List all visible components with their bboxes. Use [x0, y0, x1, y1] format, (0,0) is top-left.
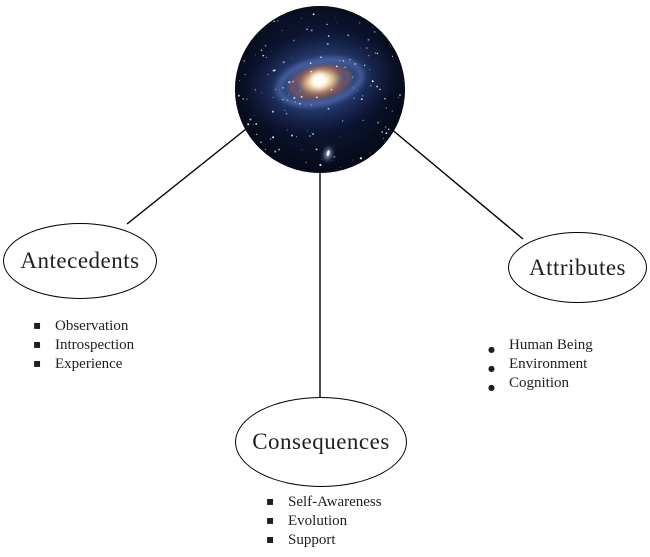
- node-antecedents: Antecedents: [3, 223, 157, 299]
- connector-galaxy-attributes: [389, 127, 524, 240]
- attributes-list: Human BeingEnvironmentCognition: [487, 336, 593, 397]
- list-item: Evolution: [266, 511, 382, 531]
- list-item: Self-Awareness: [266, 492, 382, 512]
- node-attributes: Attributes: [508, 232, 647, 303]
- consequences-list: Self-AwarenessEvolutionSupport: [266, 492, 382, 550]
- antecedents-list: ObservationIntrospectionExperience: [33, 316, 134, 374]
- connector-galaxy-antecedents: [126, 128, 247, 225]
- list-item: Support: [266, 530, 382, 550]
- list-item: Introspection: [33, 335, 134, 355]
- list-item: Experience: [33, 354, 134, 374]
- list-item: Environment: [487, 355, 593, 378]
- node-antecedents-label: Antecedents: [20, 248, 140, 273]
- list-item: Human Being: [487, 336, 593, 359]
- spiral-galaxy-image: [234, 5, 406, 174]
- list-item: Observation: [33, 316, 134, 336]
- list-item: Cognition: [487, 374, 593, 397]
- node-consequences-label: Consequences: [252, 429, 390, 454]
- node-attributes-label: Attributes: [529, 254, 626, 280]
- node-consequences: Consequences: [235, 397, 407, 487]
